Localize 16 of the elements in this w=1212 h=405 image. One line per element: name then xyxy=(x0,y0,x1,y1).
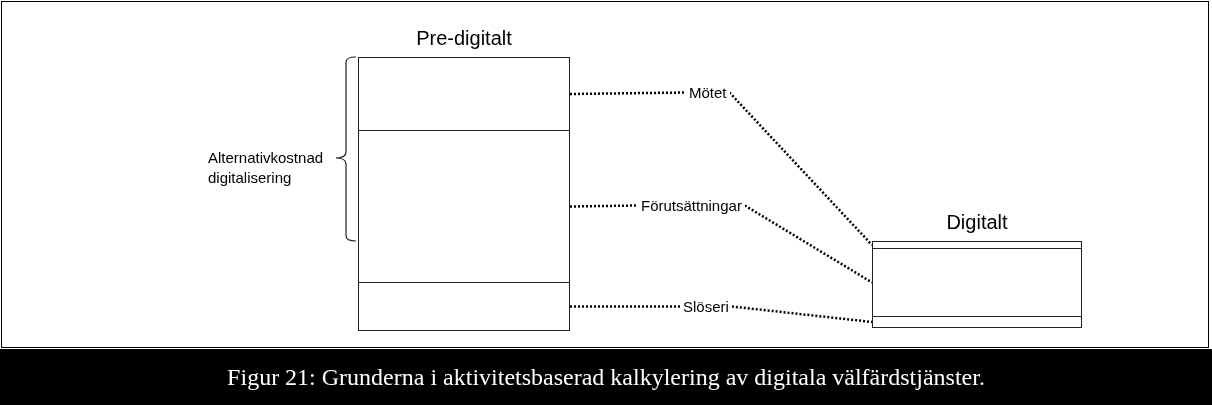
leader-line xyxy=(570,91,686,96)
bar-heading: Digitalt xyxy=(945,211,1009,234)
leader-line xyxy=(728,91,873,246)
bar-segment xyxy=(358,282,570,331)
brace-label: Alternativkostnad digitalisering xyxy=(208,148,325,188)
leader-line xyxy=(731,305,873,324)
bar-segment xyxy=(358,57,570,131)
segment-label: Slöseri xyxy=(680,298,732,315)
leader-line xyxy=(744,204,873,284)
bar-segment xyxy=(872,248,1082,317)
leader-line xyxy=(570,204,638,208)
figure-caption: Figur 21: Grunderna i aktivitetsbaserad kalkylering av digitala välfärdstjänster. xyxy=(227,363,985,391)
bar-segment xyxy=(872,316,1082,328)
bar-heading: Pre-digitalt xyxy=(415,27,513,50)
bar-segment xyxy=(358,130,570,283)
leader-line xyxy=(570,305,680,308)
